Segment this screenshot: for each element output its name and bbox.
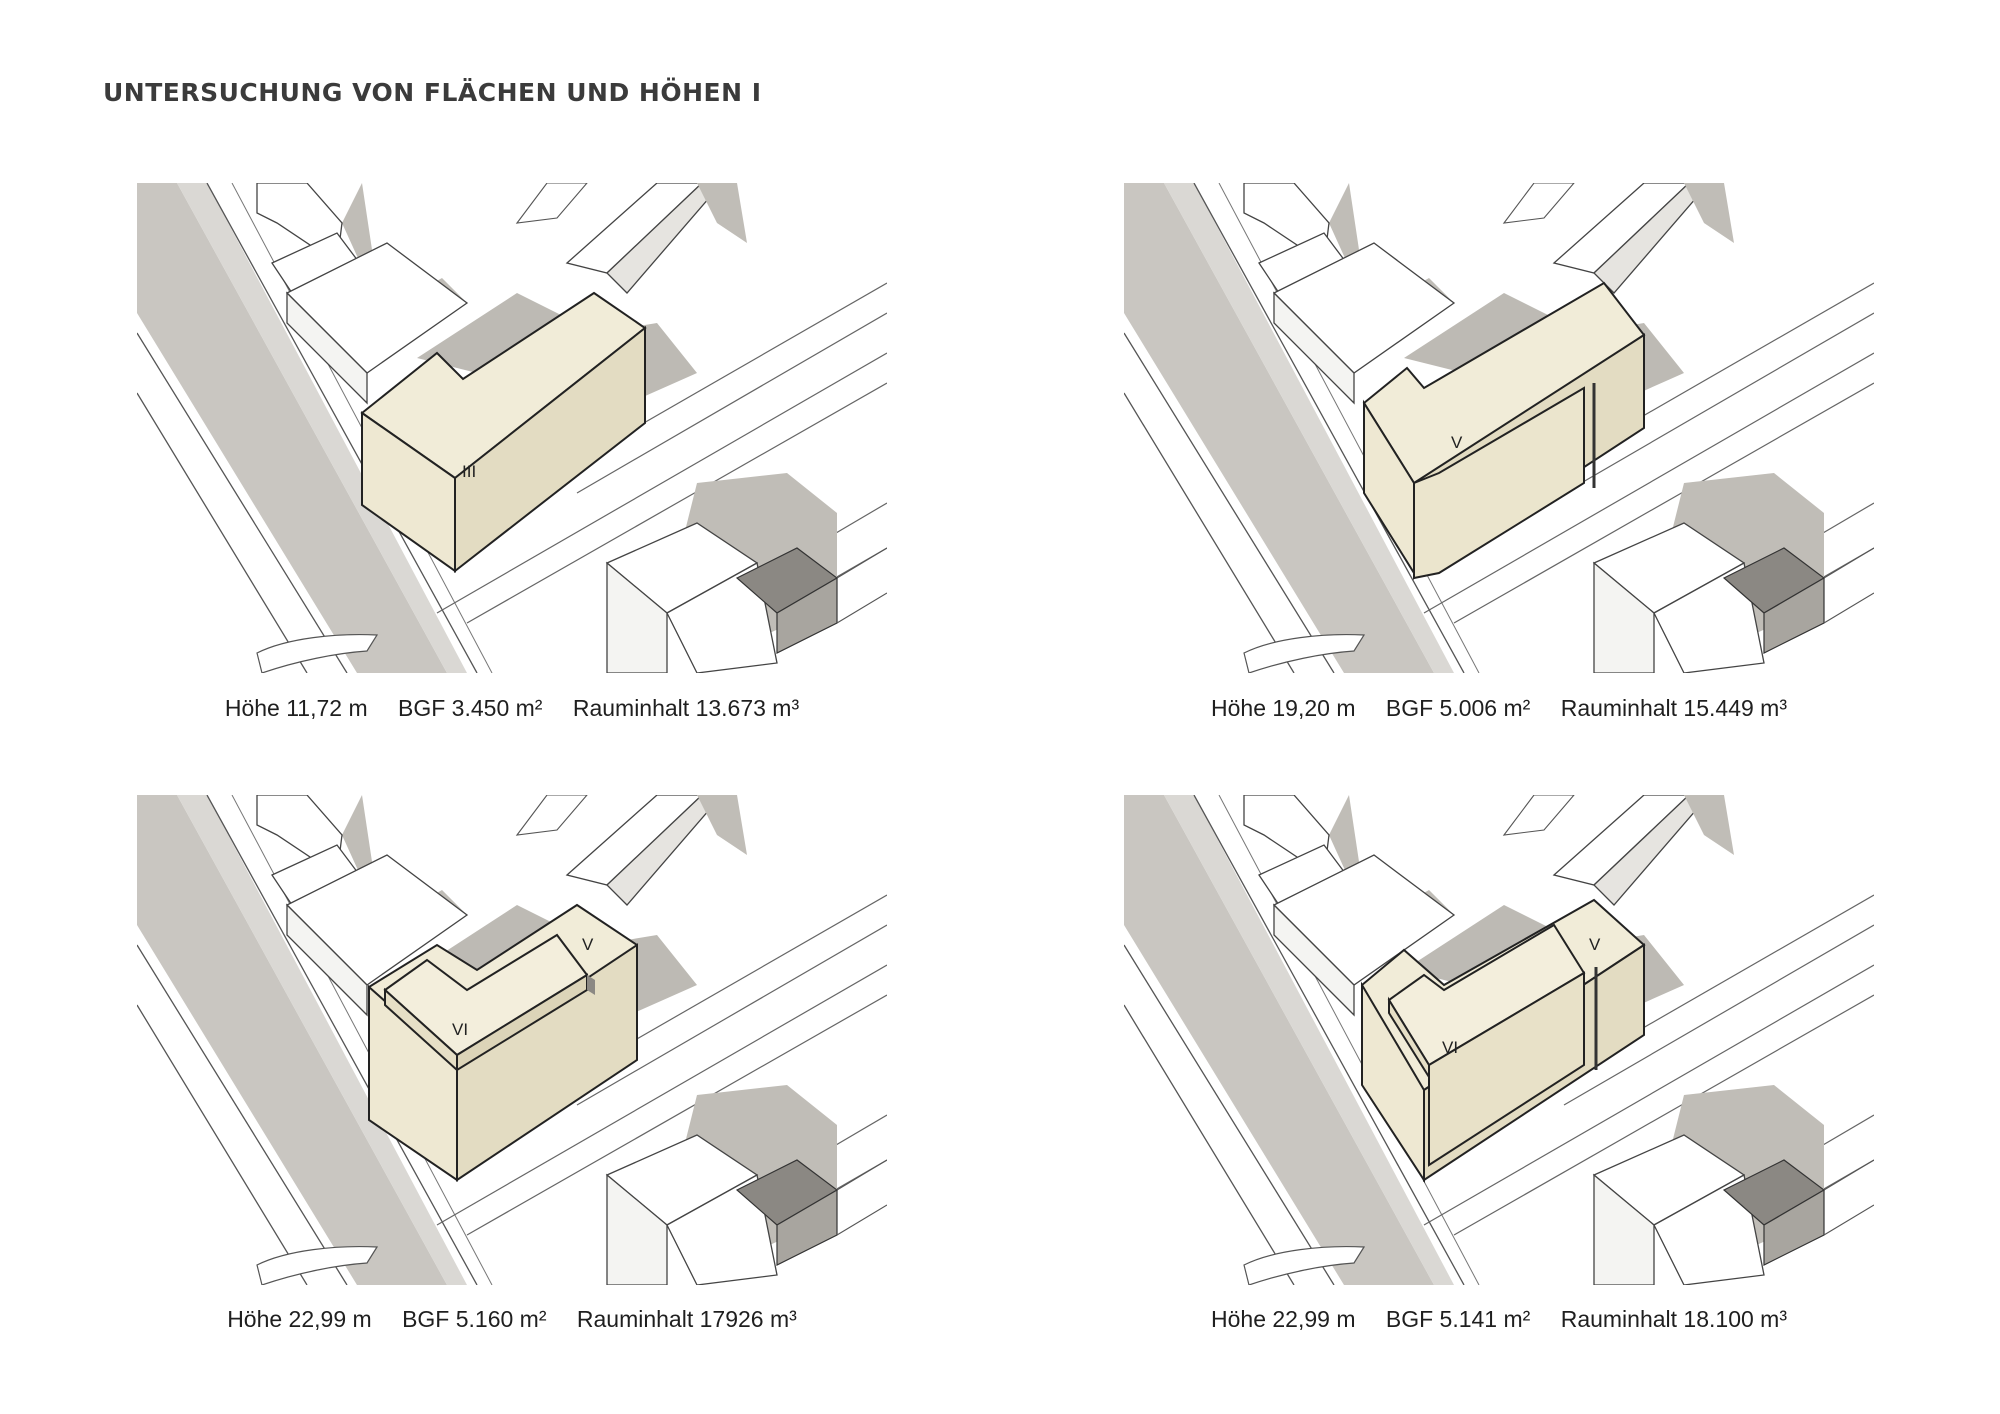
- variant-4-diagram: VI V: [1124, 795, 1874, 1285]
- massing-upper-side: [1428, 971, 1585, 1167]
- bgf-value: BGF 3.450 m²: [398, 695, 543, 721]
- rauminhalt-value: Rauminhalt 13.673 m³: [572, 695, 800, 721]
- site-axonometry: VI V: [137, 795, 887, 1285]
- bgf-value: BGF 5.141 m²: [1385, 1306, 1531, 1332]
- floor-label: V: [1451, 433, 1463, 452]
- rauminhalt-value: Rauminhalt 15.449 m³: [1560, 695, 1787, 721]
- hoehe-value: Höhe 19,20 m: [1211, 695, 1356, 721]
- variant-1-caption: Höhe 11,72 m BGF 3.450 m² Rauminhalt 13.…: [137, 695, 887, 722]
- variant-3-caption: Höhe 22,99 m BGF 5.160 m² Rauminhalt 179…: [137, 1306, 887, 1333]
- page-title: UNTERSUCHUNG VON FLÄCHEN UND HÖHEN I: [103, 78, 762, 107]
- hoehe-value: Höhe 22,99 m: [1211, 1306, 1356, 1332]
- floor-label-upper: VI: [1442, 1038, 1458, 1057]
- bgf-value: BGF 5.160 m²: [402, 1306, 547, 1332]
- massing-front-right: [454, 325, 646, 574]
- rauminhalt-value: Rauminhalt 18.100 m³: [1560, 1306, 1787, 1332]
- floor-label-upper: VI: [452, 1020, 468, 1039]
- bgf-value: BGF 5.006 m²: [1385, 695, 1531, 721]
- massing-step: [1413, 386, 1585, 580]
- site-axonometry: III: [137, 183, 887, 673]
- variant-2-diagram: V: [1124, 183, 1874, 673]
- site-axonometry: V: [1124, 183, 1874, 673]
- floor-label: III: [462, 462, 476, 481]
- rauminhalt-value: Rauminhalt 17926 m³: [576, 1306, 797, 1332]
- site-axonometry: VI V: [1124, 795, 1874, 1285]
- variant-1-diagram: III: [137, 183, 887, 673]
- variant-3-diagram: VI V: [137, 795, 887, 1285]
- hoehe-value: Höhe 11,72 m: [224, 695, 368, 721]
- floor-label-lower: V: [1589, 935, 1601, 954]
- variant-2-caption: Höhe 19,20 m BGF 5.006 m² Rauminhalt 15.…: [1124, 695, 1874, 722]
- hoehe-value: Höhe 22,99 m: [227, 1306, 372, 1332]
- variant-4-caption: Höhe 22,99 m BGF 5.141 m² Rauminhalt 18.…: [1124, 1306, 1874, 1333]
- floor-label-lower: V: [582, 935, 594, 954]
